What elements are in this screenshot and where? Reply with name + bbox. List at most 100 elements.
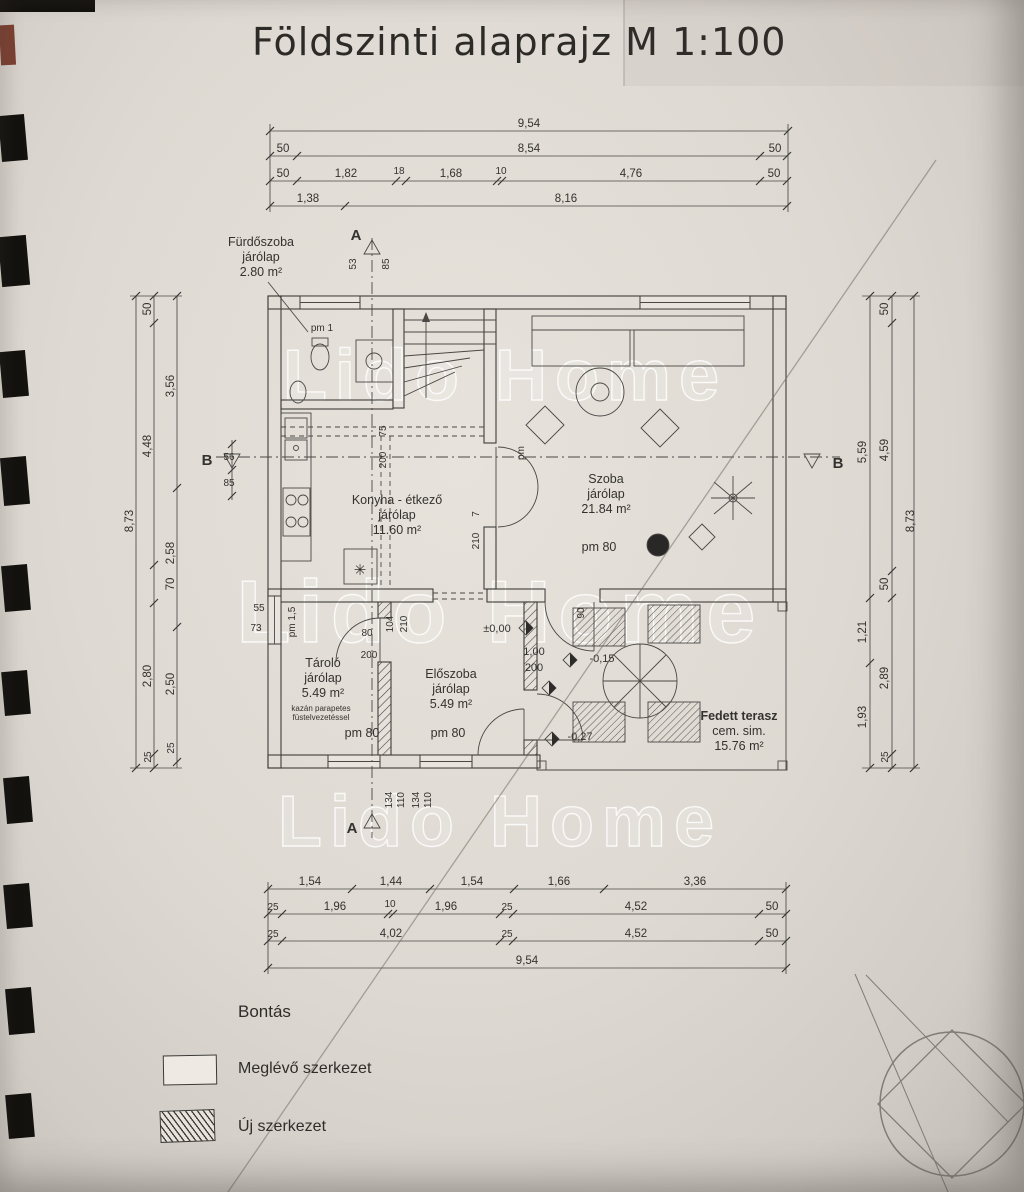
annotation: 85 — [381, 258, 392, 270]
room-name: Konyha - étkező — [352, 493, 442, 507]
dim-value: 1,66 — [548, 876, 570, 888]
watermark: Lido Home Lido Home Lido Home — [236, 335, 756, 862]
dim-value: 50 — [768, 168, 781, 180]
room-name: Tároló — [305, 656, 340, 670]
section-a-arrow — [363, 813, 381, 829]
dimensions-top: 9,54 50 8,54 50 50 1,82 18 1,68 10 4,76 … — [277, 118, 782, 205]
dimensions-right: 50 4,59 50 2,89 25 5,59 1,21 1,93 8,73 — [857, 303, 917, 763]
annotation: pm — [516, 446, 527, 460]
stair-arrow — [422, 312, 430, 322]
level-value: 1,00 — [523, 646, 544, 658]
dim-value: 5,59 — [857, 441, 869, 463]
dim-value: 2,50 — [165, 673, 177, 695]
annotation: 134 — [411, 791, 422, 808]
room-note: füstelvezetéssel — [293, 713, 350, 722]
dim-value: 50 — [277, 168, 290, 180]
room-finish: járólap — [586, 487, 625, 501]
annotation: 55 — [253, 603, 265, 614]
small-annotations: pm 1 53 85 75 200 pm 7 210 90 104 210 80… — [223, 258, 587, 808]
dim-value: 3,56 — [165, 375, 177, 397]
section-a-arrow — [363, 239, 381, 255]
page-title: Földszinti alaprajz M 1:100 — [252, 20, 787, 64]
dim-value: 70 — [165, 578, 177, 591]
dim-value: 1,96 — [435, 901, 457, 913]
dim-value: 4,59 — [879, 439, 891, 461]
dim-value: 1,44 — [380, 876, 403, 888]
annotation: pm 1,5 — [287, 606, 298, 637]
annotation: 90 — [576, 607, 587, 619]
legend-title: Bontás — [238, 1002, 291, 1021]
annotation: 200 — [378, 451, 389, 468]
stairs — [403, 312, 496, 398]
annotation: 200 — [361, 650, 378, 661]
watermark-text: Lido Home — [278, 782, 722, 862]
level-value: 200 — [525, 662, 543, 674]
level-value: ±0,00 — [483, 623, 510, 635]
annotation: 104 — [385, 615, 396, 632]
terrace-outline — [536, 601, 788, 771]
dim-value: 8,54 — [518, 143, 541, 155]
demolished-walls — [281, 426, 487, 600]
dim-value: 50 — [766, 901, 779, 913]
room-finish: járólap — [377, 508, 416, 522]
dim-value: 18 — [393, 166, 405, 177]
dim-value: 25 — [501, 902, 513, 913]
dimensions-bottom: 1,54 1,44 1,54 1,66 3,36 25 1,96 10 1,96… — [267, 876, 778, 967]
room-labels: Fürdőszoba járólap 2.80 m² Konyha - étke… — [228, 235, 778, 753]
dim-value: 2,89 — [879, 667, 891, 689]
dim-value: 10 — [495, 166, 507, 177]
level-markers — [518, 620, 578, 747]
dim-value: 25 — [880, 751, 891, 763]
doors — [335, 446, 595, 756]
annotation: 210 — [471, 532, 482, 549]
section-a-label: A — [351, 227, 362, 244]
level-value: -0,27 — [567, 731, 592, 743]
dim-value: 25 — [143, 751, 154, 763]
section-a-label: A — [347, 820, 358, 837]
dim-value: 9,54 — [518, 118, 541, 130]
dim-value: 8,73 — [124, 510, 136, 532]
dim-value: 4,02 — [380, 928, 402, 940]
dim-value: 1,21 — [857, 621, 869, 643]
room-area: 11.60 m² — [373, 523, 421, 537]
annotation: 73 — [250, 623, 262, 634]
annotation: 110 — [423, 792, 434, 808]
dim-value: 8,73 — [905, 510, 917, 532]
room-area: 5.49 m² — [302, 686, 344, 700]
dim-value: 2,58 — [165, 542, 177, 564]
section-b-label: B — [833, 455, 844, 472]
room-finish: járólap — [431, 682, 470, 696]
room-name: Előszoba — [425, 667, 476, 681]
dim-value: 8,16 — [555, 193, 577, 205]
annotation: 56 — [223, 452, 235, 463]
room-finish: cem. sim. — [712, 724, 765, 738]
watermark-text: Lido Home — [283, 336, 727, 416]
parapet-note: pm 80 — [431, 726, 466, 740]
room-finish: járólap — [303, 671, 342, 685]
bathroom-fixtures — [289, 337, 394, 404]
room-name: Szoba — [588, 472, 623, 486]
room-name: Fedett terasz — [700, 709, 777, 723]
legend-existing-label: Meglévő szerkezet — [238, 1060, 372, 1077]
dim-value: 1,82 — [335, 168, 357, 180]
annotation: 7 — [471, 511, 482, 517]
legend-existing-swatch — [162, 1054, 218, 1086]
boiler-icon: ✳ — [354, 562, 367, 579]
room-area: 5.49 m² — [430, 697, 472, 711]
dim-value: 25 — [267, 902, 279, 913]
paper-overlap — [624, 0, 1024, 86]
room-area: 15.76 m² — [714, 739, 763, 753]
dim-value: 1,96 — [324, 901, 346, 913]
pouf — [646, 533, 670, 557]
room-note: kazán parapetes — [291, 704, 350, 713]
paper-crease — [227, 159, 937, 1192]
section-b-label: B — [202, 452, 213, 469]
annotation: 110 — [396, 792, 407, 808]
dim-value: 3,36 — [684, 876, 706, 888]
dim-value: 25 — [501, 929, 513, 940]
dim-value: 1,54 — [461, 876, 484, 888]
dim-value: 25 — [166, 742, 177, 754]
dim-value: 50 — [142, 303, 154, 316]
dim-value: 50 — [766, 928, 779, 940]
